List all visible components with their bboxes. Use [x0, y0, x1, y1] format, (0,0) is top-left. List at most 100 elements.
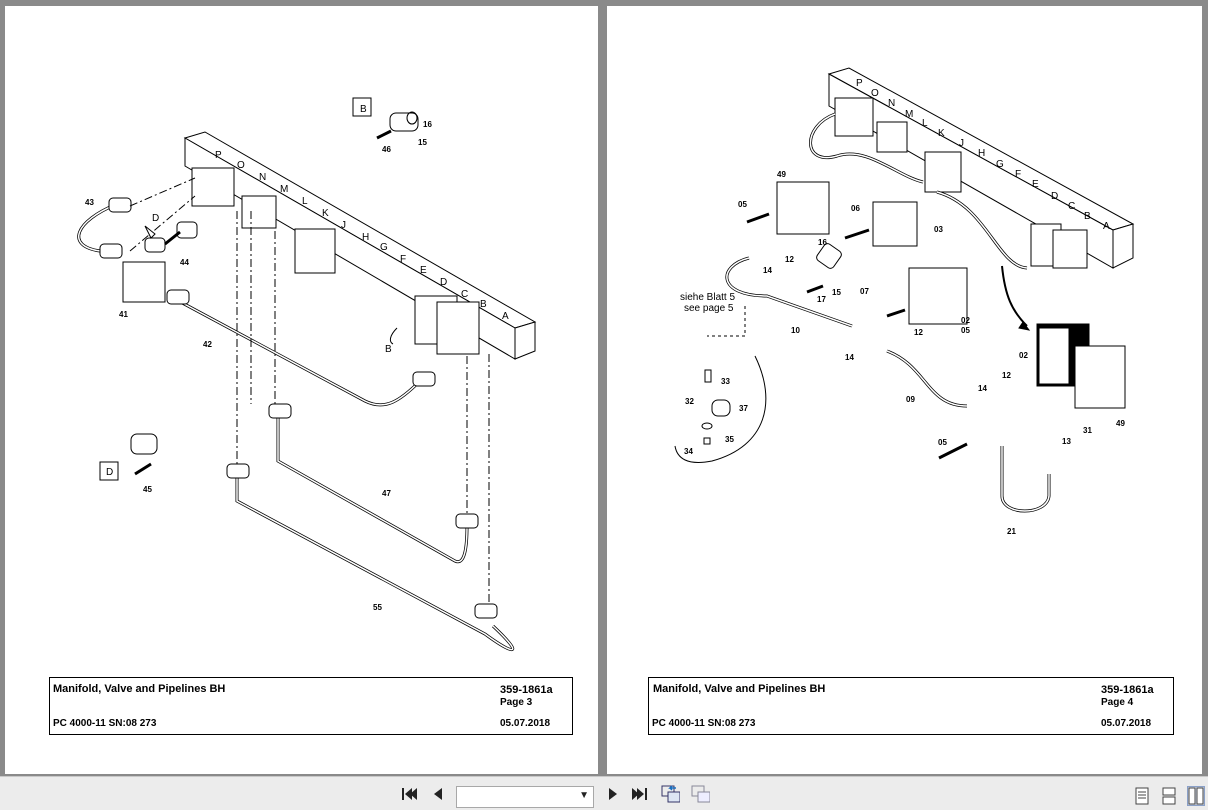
part-number: 05 [738, 200, 747, 209]
go-back-icon[interactable] [660, 785, 680, 803]
part-number: 31 [1083, 426, 1092, 435]
part-number: 12 [1002, 371, 1011, 380]
document-page-4: P O N M L K J H G F E D C B A siehe Blat… [607, 6, 1202, 774]
part-number: 55 [373, 603, 382, 612]
port-letter: P [215, 150, 222, 161]
part-number: 49 [1116, 419, 1125, 428]
detail-d-label: D [106, 467, 113, 478]
part-number: 44 [180, 258, 189, 267]
part-number: 12 [785, 255, 794, 264]
page-number: Page 4 [1101, 697, 1134, 708]
view-d-label: D [152, 213, 159, 224]
part-number: 46 [382, 145, 391, 154]
port-letter: G [380, 242, 388, 253]
port-letter: F [1015, 169, 1021, 180]
port-letter: F [400, 254, 406, 265]
part-number: 21 [1007, 527, 1016, 536]
part-number: 07 [860, 287, 869, 296]
port-letter: P [856, 78, 863, 89]
port-letter: N [888, 98, 895, 109]
port-letter: E [420, 265, 427, 276]
machine-model: PC 4000-11 SN:08 273 [53, 718, 157, 729]
part-number: 05 [938, 438, 947, 447]
part-number: 35 [725, 435, 734, 444]
part-number: 12 [914, 328, 923, 337]
port-letter: O [871, 88, 879, 99]
first-page-icon[interactable] [399, 785, 419, 803]
detail-b-label: B [360, 104, 367, 115]
next-page-icon[interactable] [603, 785, 623, 803]
part-number: 49 [777, 170, 786, 179]
port-letter: O [237, 160, 245, 171]
title-block: Manifold, Valve and Pipelines BH 359-186… [49, 677, 573, 735]
part-number: 14 [763, 266, 772, 275]
part-number: 03 [934, 225, 943, 234]
part-number: 37 [739, 404, 748, 413]
part-number: 02 [961, 316, 970, 325]
last-page-icon[interactable] [630, 785, 650, 803]
part-number: 47 [382, 489, 391, 498]
drawing-title: Manifold, Valve and Pipelines BH [53, 683, 226, 695]
machine-model: PC 4000-11 SN:08 273 [652, 718, 756, 729]
page-number: Page 3 [500, 697, 533, 708]
single-page-view-icon[interactable] [1133, 786, 1151, 806]
port-letter: E [1032, 179, 1039, 190]
port-letter: H [362, 232, 369, 243]
title-block: Manifold, Valve and Pipelines BH 359-186… [648, 677, 1174, 735]
port-letter: A [502, 311, 509, 322]
part-number: 41 [119, 310, 128, 319]
reference-note-en: see page 5 [684, 303, 734, 314]
port-letter: C [1068, 201, 1075, 212]
exploded-drawing-page-3: B D B D P O N M L K J H G F E D C B A 16… [77, 97, 537, 651]
part-number: 16 [423, 120, 432, 129]
continuous-view-icon[interactable] [1160, 786, 1178, 806]
part-number: 02 [1019, 351, 1028, 360]
part-number: 06 [851, 204, 860, 213]
port-letter: K [938, 128, 945, 139]
document-date: 05.07.2018 [1101, 718, 1152, 729]
prev-page-icon[interactable] [428, 785, 448, 803]
part-number: 16 [818, 238, 827, 247]
view-b-label: B [385, 344, 392, 355]
part-number: 42 [203, 340, 212, 349]
port-letter: L [922, 118, 928, 129]
port-letter: B [480, 299, 487, 310]
chevron-down-icon: ▼ [579, 790, 589, 801]
port-letter: A [1103, 221, 1110, 232]
port-letter: J [341, 220, 346, 231]
port-letter: C [461, 289, 468, 300]
part-number: 45 [143, 485, 152, 494]
port-letter: K [322, 208, 329, 219]
page-number-select[interactable]: ▼ [456, 786, 594, 808]
port-letter: D [440, 277, 447, 288]
document-date: 05.07.2018 [500, 718, 551, 729]
document-number: 359-1861a [500, 684, 553, 696]
exploded-drawing-page-4: P O N M L K J H G F E D C B A siehe Blat… [674, 67, 1135, 536]
two-page-view-icon[interactable] [1187, 786, 1205, 806]
port-letter: G [996, 159, 1004, 170]
reference-note-de: siehe Blatt 5 [680, 292, 735, 303]
port-letter: D [1051, 191, 1058, 202]
part-number: 15 [832, 288, 841, 297]
part-number: 14 [845, 353, 854, 362]
part-number: 34 [684, 447, 693, 456]
document-page-3: B D B D P O N M L K J H G F E D C B A 16… [5, 6, 598, 774]
part-number: 43 [85, 198, 94, 207]
drawing-title: Manifold, Valve and Pipelines BH [653, 683, 826, 695]
port-letter: M [280, 184, 288, 195]
port-letter: L [302, 196, 308, 207]
part-number: 15 [418, 138, 427, 147]
part-number: 14 [978, 384, 987, 393]
port-letter: M [905, 109, 913, 120]
part-number: 17 [817, 295, 826, 304]
port-letter: B [1084, 211, 1091, 222]
port-letter: J [959, 138, 964, 149]
port-letter: H [978, 148, 985, 159]
part-number: 13 [1062, 437, 1071, 446]
go-forward-icon[interactable] [690, 785, 710, 803]
viewer-toolbar: ▼ [0, 776, 1208, 810]
part-number: 32 [685, 397, 694, 406]
part-number: 33 [721, 377, 730, 386]
part-number: 09 [906, 395, 915, 404]
document-number: 359-1861a [1101, 684, 1154, 696]
